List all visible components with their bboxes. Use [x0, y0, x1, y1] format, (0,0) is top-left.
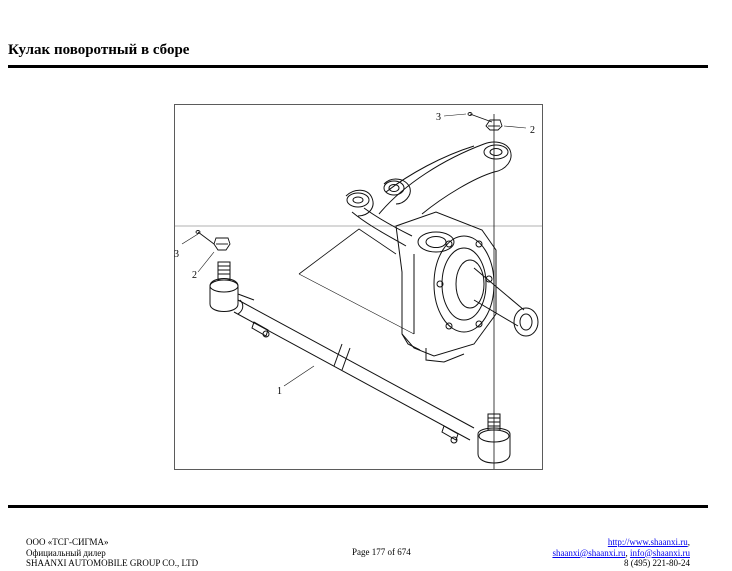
page-title: Кулак поворотный в сборе: [8, 42, 190, 58]
email-link-1[interactable]: shaanxi@shaanxi.ru: [552, 547, 626, 558]
knuckle-body: [395, 211, 497, 363]
footer-right: http://www.shaanxi.ru, shaanxi@shaanxi.r…: [552, 537, 690, 569]
callout-2-top: 2: [530, 125, 535, 136]
parts-diagram: 3 2 3 2 1: [174, 104, 543, 470]
website-suffix: ,: [687, 537, 690, 547]
tie-rod-arm: [345, 189, 413, 247]
header-divider: [8, 65, 708, 68]
assembly-leader-2: [298, 273, 415, 335]
email-separator: ,: [625, 547, 630, 558]
callout-1: 1: [277, 386, 282, 397]
footer-dealer: Официальный дилер: [26, 547, 106, 558]
footer-phone: 8 (495) 221-80-24: [624, 558, 690, 568]
hub-flange: [433, 235, 539, 337]
footer-divider: [8, 505, 708, 508]
callout-3-top: 3: [436, 112, 441, 123]
page-number: Page 177 of 674: [352, 547, 411, 557]
diagram-frame: [174, 104, 543, 470]
tie-rod-tube: [233, 299, 475, 444]
callout-2-left: 2: [192, 270, 197, 281]
left-cotter-pin: [195, 230, 215, 245]
assembly-leader: [298, 228, 397, 275]
left-castle-nut: [213, 237, 231, 251]
callout-3-left: 3: [174, 249, 179, 260]
footer-group: SHAANXI AUTOMOBILE GROUP CO., LTD: [26, 558, 199, 568]
top-cotter-pin: [467, 112, 493, 123]
website-link[interactable]: http://www.shaanxi.ru: [607, 537, 688, 547]
top-castle-nut: [485, 119, 503, 131]
footer-left: ООО «ТСГ-СИГМА» Официальный дилер SHAANX…: [26, 537, 198, 569]
left-ball-joint: [209, 261, 255, 312]
steering-arm: [378, 141, 512, 215]
footer-company: ООО «ТСГ-СИГМА»: [26, 537, 109, 547]
right-ball-joint: [477, 413, 511, 464]
email-link-2[interactable]: info@shaanxi.ru: [629, 547, 690, 558]
diagram-drawing: 3 2 3 2 1: [174, 104, 543, 470]
